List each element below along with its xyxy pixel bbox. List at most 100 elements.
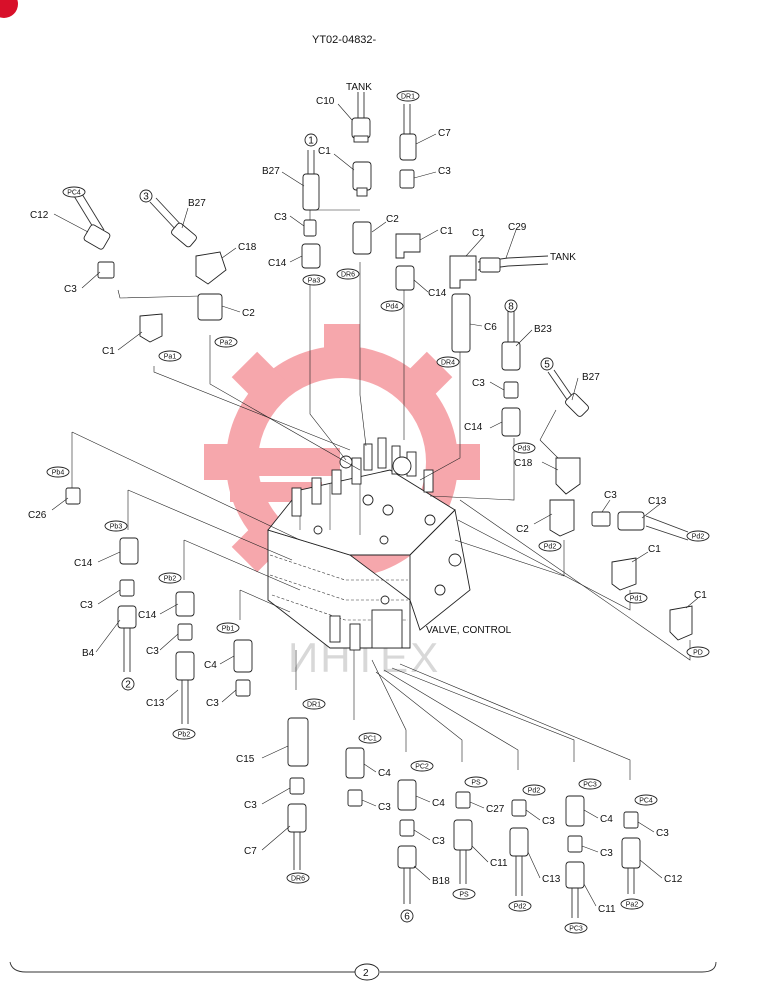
svg-text:Pb2: Pb2 — [164, 576, 177, 583]
port-tag: Pa3 — [302, 274, 326, 286]
callout-label: B4 — [82, 648, 95, 659]
circled-number: 5 — [540, 357, 554, 371]
callout-label: C3 — [432, 836, 445, 847]
svg-text:PC2: PC2 — [415, 764, 429, 771]
port-tag: DR6 — [286, 872, 310, 884]
callout-leaders — [51, 103, 699, 907]
callout-label: C14 — [464, 422, 483, 433]
svg-text:Pd2: Pd2 — [544, 544, 557, 551]
callout-label: B27 — [188, 198, 206, 209]
port-tag: PC4 — [62, 186, 86, 198]
port-tag: DR6 — [336, 268, 360, 280]
callout-label: C1 — [318, 146, 331, 157]
circled-number: 1 — [304, 133, 318, 147]
callout-label: C3 — [600, 848, 613, 859]
port-tag: Pd2 — [522, 784, 546, 796]
callout-label: C3 — [438, 166, 451, 177]
svg-text:PC4: PC4 — [639, 798, 653, 805]
port-tag: PC3 — [564, 922, 588, 934]
port-tag: Pa2 — [214, 336, 238, 348]
port-tag: Pa1 — [158, 350, 182, 362]
svg-text:PC1: PC1 — [363, 736, 377, 743]
callout-label: C18 — [238, 242, 257, 253]
callout-label: C13 — [542, 874, 561, 885]
port-tag: PC1 — [358, 732, 382, 744]
svg-text:Pb1: Pb1 — [222, 626, 235, 633]
valve-control-label: VALVE, CONTROL — [426, 625, 512, 636]
svg-text:Pa1: Pa1 — [164, 354, 177, 361]
svg-text:DR6: DR6 — [291, 876, 305, 883]
port-tag: Pb3 — [104, 520, 128, 532]
port-tag: DR4 — [436, 356, 460, 368]
svg-text:Pb4: Pb4 — [52, 470, 65, 477]
callout-label: C4 — [600, 814, 613, 825]
doc-code: YT02-04832- — [312, 34, 377, 46]
callout-label: C1 — [648, 544, 661, 555]
circled-number: 3 — [139, 189, 153, 203]
callout-label: C12 — [30, 210, 49, 221]
port-tag: Pd2 — [508, 900, 532, 912]
callout-label: C11 — [598, 904, 616, 915]
port-tags: DR1 PC4 Pa3 DR6 Pd4 Pa1 Pa2 DR4 Pd3 Pb4 … — [46, 90, 710, 934]
callout-label: C3 — [472, 378, 485, 389]
callout-label: C1 — [694, 590, 707, 601]
callout-label: C27 — [486, 804, 505, 815]
circled-number: 2 — [121, 677, 135, 691]
svg-text:Pb2: Pb2 — [178, 732, 191, 739]
svg-text:PS: PS — [471, 780, 481, 787]
callout-label: C15 — [236, 754, 255, 765]
callout-label: C4 — [432, 798, 445, 809]
control-valve-body — [267, 437, 471, 651]
callout-label: C13 — [648, 496, 667, 507]
svg-text:PD: PD — [693, 650, 703, 657]
callout-label: C3 — [64, 284, 77, 295]
port-tag: PC3 — [578, 778, 602, 790]
callout-label: C18 — [514, 458, 533, 469]
callout-label: C1 — [472, 228, 485, 239]
callout-label: C13 — [146, 698, 165, 709]
port-tag: DR1 — [396, 90, 420, 102]
circled-number: 6 — [400, 909, 414, 923]
svg-text:2: 2 — [125, 680, 131, 691]
svg-text:Pd3: Pd3 — [518, 446, 531, 453]
callout-label: B18 — [432, 876, 450, 887]
callout-label: C3 — [274, 212, 287, 223]
svg-text:6: 6 — [404, 912, 410, 923]
callout-label: C3 — [378, 802, 391, 813]
port-tag: PC4 — [634, 794, 658, 806]
callout-label: C3 — [656, 828, 669, 839]
port-tag: Pd2 — [538, 540, 562, 552]
svg-text:PC3: PC3 — [583, 782, 597, 789]
circled-numbers: 1 3 8 5 2 6 — [121, 133, 554, 923]
svg-text:Pd4: Pd4 — [386, 304, 399, 311]
callout-labels: TANK C10 C7 C1 C3 B27 B27 C12 C18 C3 C2 … — [28, 82, 707, 915]
callout-label: C14 — [268, 258, 287, 269]
port-tag: DR1 — [302, 698, 326, 710]
callout-label: C3 — [244, 800, 257, 811]
svg-text:PC4: PC4 — [67, 190, 81, 197]
port-tag: PS — [452, 888, 476, 900]
svg-text:Pb3: Pb3 — [110, 524, 123, 531]
svg-text:DR1: DR1 — [307, 702, 321, 709]
callout-label: C14 — [138, 610, 157, 621]
callout-label: TANK — [550, 252, 576, 263]
svg-text:DR1: DR1 — [401, 94, 415, 101]
svg-text:Pa2: Pa2 — [220, 340, 233, 347]
svg-text:PC3: PC3 — [569, 926, 583, 933]
callout-label: C3 — [604, 490, 617, 501]
callout-label: C29 — [508, 222, 527, 233]
port-tag: Pb1 — [216, 622, 240, 634]
svg-text:DR6: DR6 — [341, 272, 355, 279]
callout-label: TANK — [346, 82, 372, 93]
svg-text:Pd1: Pd1 — [630, 596, 643, 603]
callout-label: B27 — [582, 372, 600, 383]
port-tag: PC2 — [410, 760, 434, 772]
circled-number: 8 — [504, 299, 518, 313]
callout-label: C3 — [80, 600, 93, 611]
callout-label: C3 — [146, 646, 159, 657]
callout-label: C14 — [428, 288, 447, 299]
svg-text:Pd2: Pd2 — [528, 788, 541, 795]
port-tag: Pd4 — [380, 300, 404, 312]
callout-label: C1 — [102, 346, 115, 357]
port-tag: Pd3 — [512, 442, 536, 454]
